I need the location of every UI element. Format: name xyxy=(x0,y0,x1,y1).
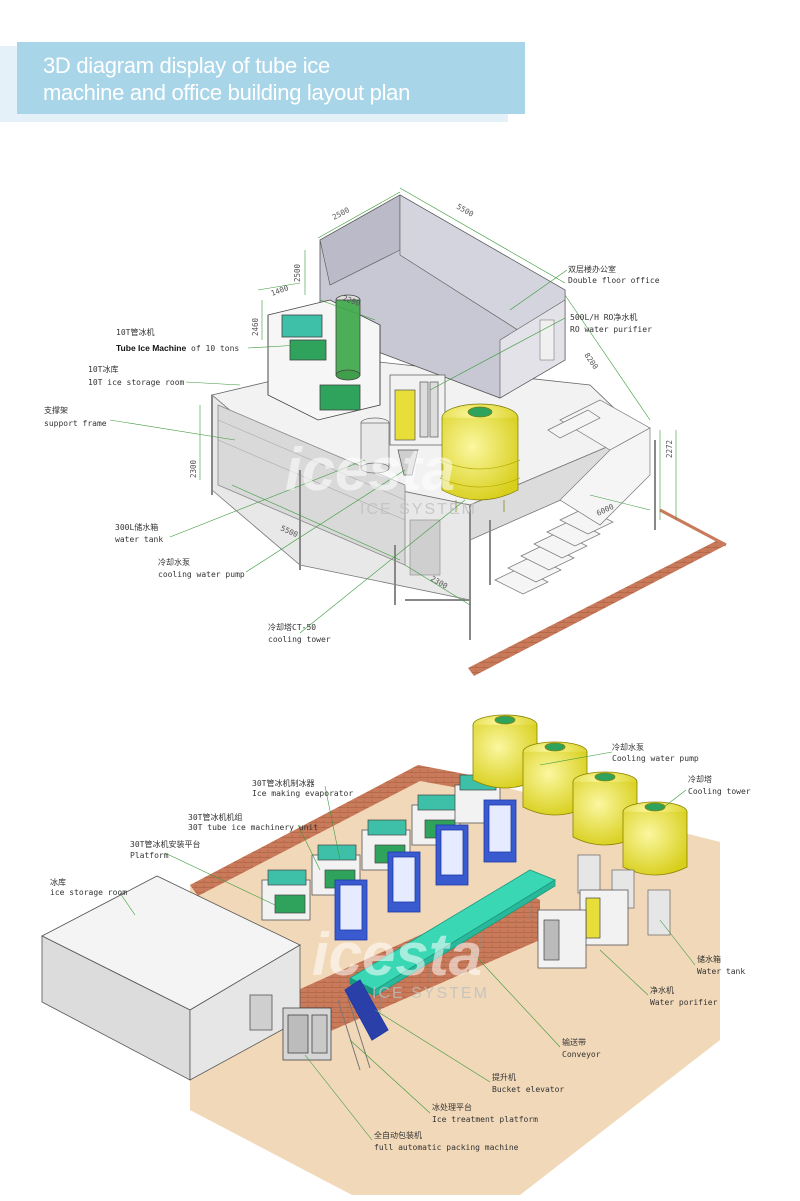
header-bar xyxy=(17,42,525,114)
watermark-text-2: ICE SYSTEM xyxy=(372,985,489,1002)
label-ro-en: RO water purifier xyxy=(570,325,652,334)
dim-2460: 2460 xyxy=(251,317,260,336)
label2-elevator-cn: 提升机 xyxy=(492,1072,516,1082)
label2-unit-en: 30T tube ice machinery unit xyxy=(188,823,318,832)
cooling-tower-3 xyxy=(572,771,638,846)
label-storage-cn: 10T冰库 xyxy=(88,364,118,374)
label-office-en: Double floor office xyxy=(568,276,660,285)
label-frame-en: support frame xyxy=(44,419,107,428)
label-pump-en: cooling water pump xyxy=(158,570,245,579)
dim-2500b: 2500 xyxy=(293,263,302,282)
label2-treatment-cn: 冰处理平台 xyxy=(432,1102,472,1112)
dim-1400: 1400 xyxy=(270,283,291,298)
page-title: 3D diagram display of tube ice machine a… xyxy=(43,52,410,106)
diagram-production-line: 30T管冰机制冰器 Ice making evaporator 30T管冰机机组… xyxy=(41,714,751,1195)
label2-tower-en: Cooling tower xyxy=(688,787,751,796)
dim-2500a: 2500 xyxy=(331,205,352,222)
leader-lines-1 xyxy=(109,269,568,634)
water-tank-300l xyxy=(360,417,390,474)
dim-2272: 2272 xyxy=(665,440,674,458)
ice-making-evaporators xyxy=(334,799,517,941)
cooling-water-pump xyxy=(397,449,419,476)
evaporator-3 xyxy=(435,824,469,886)
label2-conveyor-cn: 输送带 xyxy=(562,1037,586,1047)
cooling-tower-ct50 xyxy=(439,403,521,512)
label2-evap-en: Ice making evaporator xyxy=(252,789,353,798)
label-machine-en: Tube Ice Machine of 10 tons xyxy=(116,343,239,353)
label-tank-en: water tank xyxy=(115,535,163,544)
label2-tank-en: Water tank xyxy=(697,967,745,976)
label-machine-en-bold: Tube Ice Machine xyxy=(116,343,186,353)
staircase xyxy=(494,399,651,595)
leader-lines-2 xyxy=(119,751,696,1141)
labels-diagram-1: 双层楼办公室 Double floor office 500L/H RO净水机 … xyxy=(44,264,660,644)
label2-evap-cn: 30T管冰机制冰器 xyxy=(252,778,314,788)
label2-purifier-en: Water porifier xyxy=(650,998,718,1007)
label-machine-en-rest: of 10 tons xyxy=(186,344,239,353)
label2-platform-cn: 30T管冰机安装平台 xyxy=(130,839,200,849)
dim-2300a: 2300 xyxy=(189,459,198,478)
dim-5500: 5500 xyxy=(455,202,476,219)
label2-storage-cn: 冰库 xyxy=(50,877,66,887)
label-pump-cn: 冷却水泵 xyxy=(158,557,190,567)
watermark-text-1: ICE SYSTEM xyxy=(360,501,477,518)
double-floor-office xyxy=(319,194,566,399)
label2-packing-en: full automatic packing machine xyxy=(374,1143,519,1152)
label2-tank-cn: 储水箱 xyxy=(697,954,721,964)
packing-machine xyxy=(282,1007,332,1061)
cooling-tower-4 xyxy=(622,801,688,876)
label2-platform-en: Platform xyxy=(130,851,169,860)
label-tower-en: cooling tower xyxy=(268,635,331,644)
evaporator-1 xyxy=(334,879,368,941)
ro-water-purifier xyxy=(389,374,446,446)
water-purifier-2 xyxy=(537,889,629,969)
label2-treatment-en: Ice treatment platform xyxy=(432,1115,538,1124)
watermark-logo-1: icesta xyxy=(285,436,455,503)
watermark-logo-2: icesta xyxy=(312,921,482,988)
label-tower-cn: 冷却塔CT-50 xyxy=(268,622,316,632)
brick-foundation xyxy=(468,540,726,676)
support-frame xyxy=(211,395,656,640)
label2-pump-cn: 冷却水泵 xyxy=(612,742,644,752)
label-frame-cn: 支撑架 xyxy=(44,405,68,415)
label2-conveyor-en: Conveyor xyxy=(562,1050,601,1059)
brick-wall-back xyxy=(190,765,470,896)
label-storage-en: 10T ice storage room xyxy=(88,378,185,387)
label2-storage-en: ice storage room xyxy=(50,888,127,897)
diagram-office-building: 2500 5500 2500 1400 2200 2460 8200 2300 … xyxy=(44,187,727,676)
machine-unit-1 xyxy=(261,869,311,921)
label-machine-cn: 10T管冰机 xyxy=(116,327,154,337)
labels-diagram-2: 30T管冰机制冰器 Ice making evaporator 30T管冰机机组… xyxy=(50,742,751,1152)
label2-purifier-cn: 净水机 xyxy=(650,985,674,995)
label-ro-cn: 500L/H RO净水机 xyxy=(570,312,637,322)
label-office-cn: 双层楼办公室 xyxy=(568,264,616,274)
evaporator-4 xyxy=(483,799,517,863)
label2-pump-en: Cooling water pump xyxy=(612,754,699,763)
bucket-elevator xyxy=(337,979,389,1071)
label2-unit-cn: 30T管冰机机组 xyxy=(188,812,242,822)
page-title-line-2: machine and office building layout plan xyxy=(43,80,411,105)
machine-unit-2 xyxy=(311,844,361,896)
label2-tower-cn: 冷却塔 xyxy=(688,774,712,784)
page-title-line-1: 3D diagram display of tube ice xyxy=(43,53,330,78)
dim-8200: 8200 xyxy=(582,351,600,371)
ice-storage-room-2 xyxy=(41,875,301,1081)
cooling-towers xyxy=(472,714,688,876)
tube-ice-machine xyxy=(267,294,381,421)
dimension-lines xyxy=(199,187,677,606)
label-tank-cn: 300L储水箱 xyxy=(115,522,158,532)
label2-packing-cn: 全自动包装机 xyxy=(374,1130,422,1140)
evaporator-2 xyxy=(387,851,421,913)
cooling-tower-1 xyxy=(472,714,538,789)
label2-elevator-en: Bucket elevator xyxy=(492,1085,564,1094)
